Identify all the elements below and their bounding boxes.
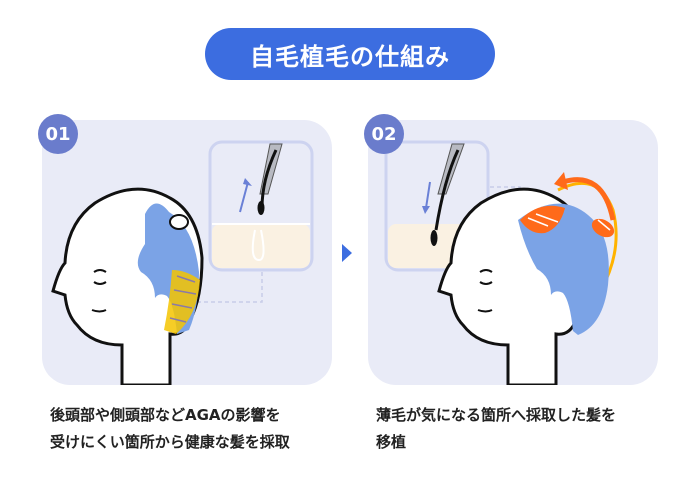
step-1-caption-line-1: 後頭部や側頭部などAGAの影響を <box>50 406 281 424</box>
step-1-panel <box>42 120 332 385</box>
step-2-badge: 02 <box>364 114 404 154</box>
hair-harvest-illustration <box>51 140 314 385</box>
step-2-caption-line-1: 薄毛が気になる箇所へ採取した髪を <box>376 406 617 424</box>
step-2-caption-line-2: 移植 <box>376 433 407 451</box>
page-title: 自毛植毛の仕組み <box>205 28 495 80</box>
step-2-panel <box>368 120 658 385</box>
step-2-caption: 薄毛が気になる箇所へ採取した髪を 移植 <box>376 402 676 456</box>
step-1-caption: 後頭部や側頭部などAGAの影響を 受けにくい箇所から健康な髪を採取 <box>50 402 350 456</box>
step-1-badge: 01 <box>38 114 78 154</box>
hair-transplant-illustration <box>384 140 618 385</box>
step-1-caption-line-2: 受けにくい箇所から健康な髪を採取 <box>50 433 290 451</box>
